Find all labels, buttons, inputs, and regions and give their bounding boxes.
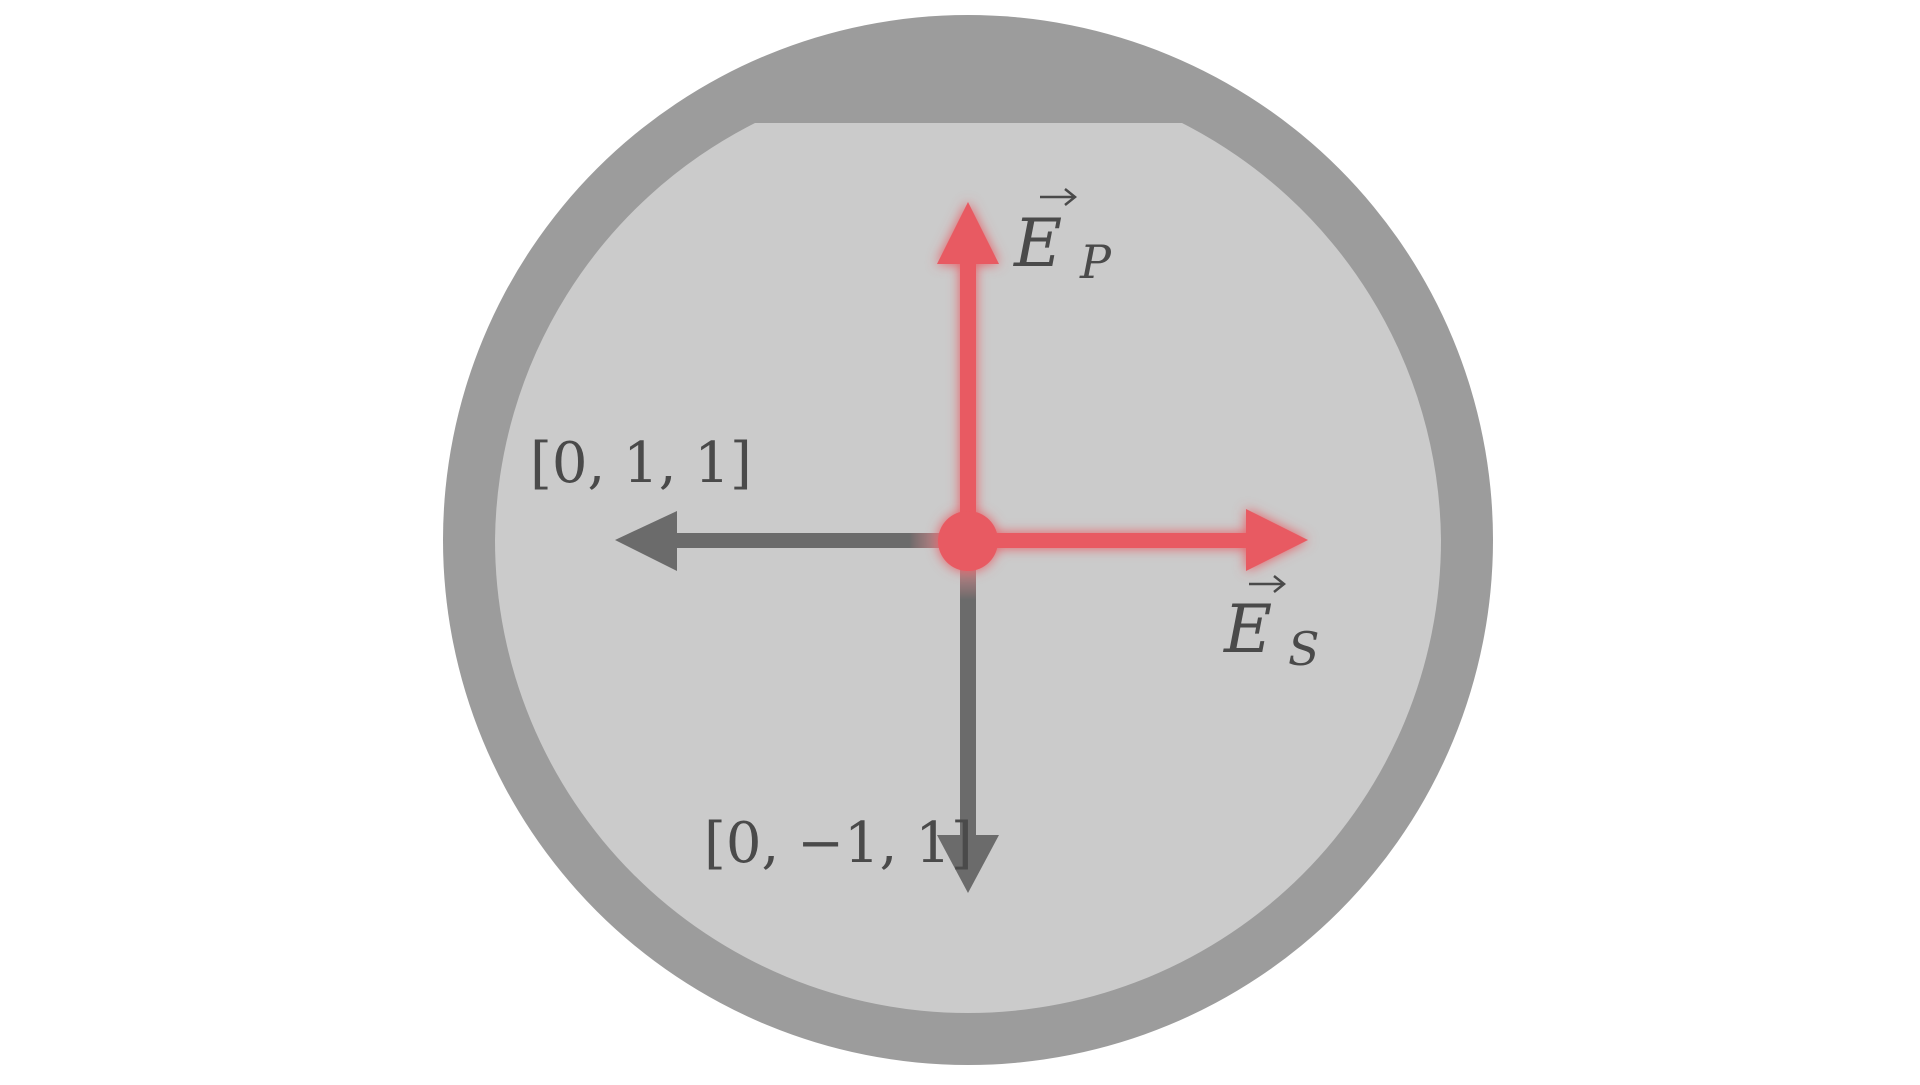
arrow-up-icon bbox=[937, 202, 999, 540]
ep-subscript: P bbox=[1079, 235, 1112, 289]
es-label: E S bbox=[1223, 575, 1320, 676]
direction-label-011: [0, 1, 1] bbox=[530, 431, 752, 496]
es-subscript: S bbox=[1288, 622, 1320, 676]
arrow-down-icon bbox=[937, 540, 999, 893]
red-arrows bbox=[937, 202, 1308, 571]
vector-arrowhead-icon bbox=[1064, 188, 1078, 206]
arrow-right-icon bbox=[968, 509, 1308, 571]
ep-label: E P bbox=[1013, 188, 1112, 289]
direction-label-0m11: [0, −1, 1] bbox=[704, 811, 973, 876]
arrow-left-icon bbox=[615, 511, 968, 571]
origin-dot-icon bbox=[938, 511, 998, 571]
vector-arrowhead-icon bbox=[1273, 575, 1287, 593]
es-symbol: E bbox=[1223, 591, 1272, 668]
ep-symbol: E bbox=[1013, 205, 1062, 282]
